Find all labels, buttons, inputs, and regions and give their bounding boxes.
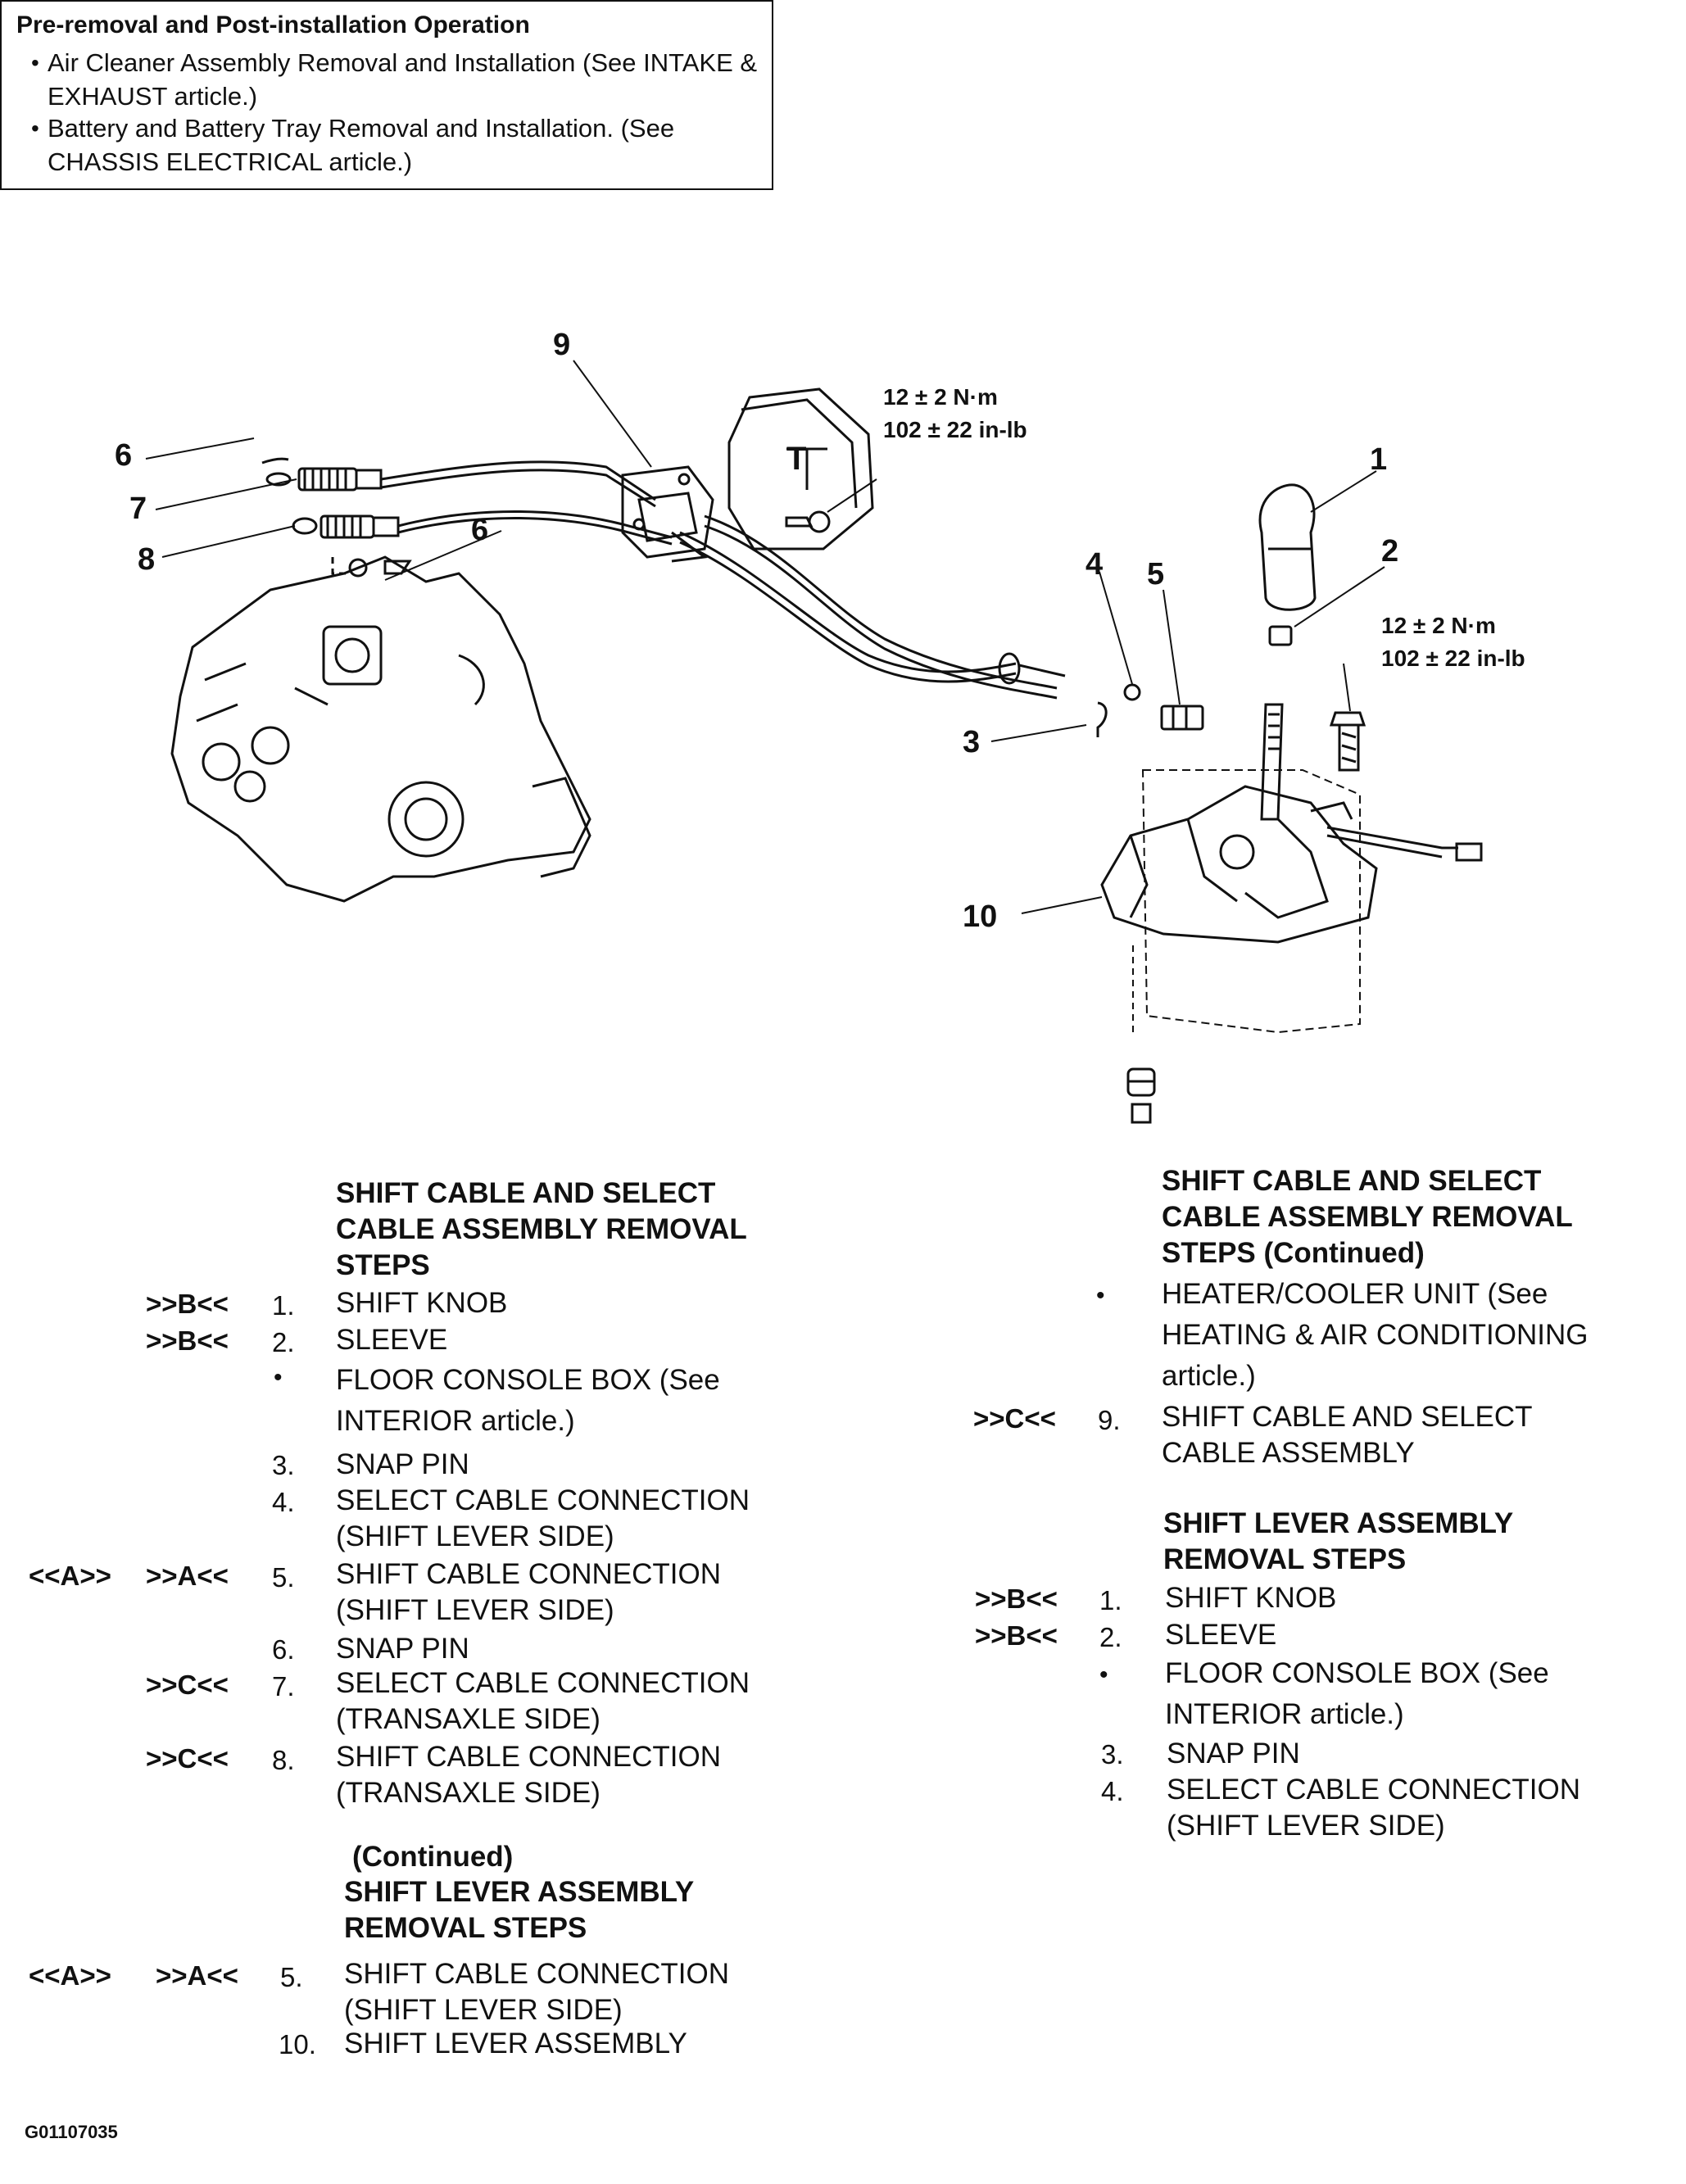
pre-removal-title: Pre-removal and Post-installation Operat… [16,11,530,39]
cable-ends-transaxle [261,457,412,578]
octagon-tool [727,387,874,551]
step-ref-left: <<A>> [29,1960,111,1991]
pre-removal-box: Pre-removal and Post-installation Operat… [0,0,773,190]
step-num: 6. [272,1634,295,1665]
pre-removal-item-text: Air Cleaner Assembly Removal and Install… [48,48,758,111]
pre-removal-item-text: Battery and Battery Tray Removal and Ins… [48,114,675,176]
step-text: FLOOR CONSOLE BOX (See INTERIOR article.… [1165,1657,1549,1730]
step-bullet: • [274,1364,283,1391]
sleeve-part [1268,625,1293,646]
transaxle-housing [170,555,591,903]
step-bullet: • [1096,1282,1105,1309]
callout-2: 2 [1381,534,1399,569]
step-num: 8. [272,1745,295,1775]
bullet: • [31,50,39,75]
shift-lever-heading-left: SHIFT LEVER ASSEMBLY REMOVAL STEPS [344,1876,694,1944]
callout-6: 6 [115,438,133,473]
step-text: SNAP PIN [336,1448,469,1480]
step-ref-left: <<A>> [29,1561,111,1591]
bushing-bolt [1126,942,1156,1124]
right-steps-heading: SHIFT CABLE AND SELECT CABLE ASSEMBLY RE… [1162,1165,1573,1269]
torque-metric: 12 ± 2 N·m [1381,613,1496,638]
step-num: 2. [1099,1622,1122,1652]
bullet: • [31,116,39,141]
exploded-diagram: 6 7 8 6 9 3 4 5 1 2 10 T 12 ± 2 N·m 102 … [0,311,1686,1139]
step-ref: >>C<< [146,1670,229,1700]
callout-10: 10 [963,899,998,934]
shift-lever-assembly [1100,703,1483,1034]
tool-letter: T [786,441,807,477]
step-num: 2. [272,1327,295,1357]
step-text: SNAP PIN [1167,1738,1300,1769]
step-num: 7. [272,1671,295,1701]
step-ref: >>B<< [146,1325,229,1356]
step-text: SLEEVE [336,1324,448,1356]
step-text: SLEEVE [1165,1619,1277,1651]
step-ref: >>B<< [975,1620,1058,1651]
step-text: HEATER/COOLER UNIT (See HEATING & AIR CO… [1162,1278,1589,1392]
step-text: SELECT CABLE CONNECTION (TRANSAXLE SIDE) [336,1667,750,1735]
step-num: 9. [1098,1405,1121,1435]
torque-imperial: 102 ± 22 in-lb [883,417,1027,442]
diagram-drawing [145,360,1483,1124]
torque-imperial: 102 ± 22 in-lb [1381,646,1525,671]
callout-8: 8 [138,542,156,577]
step-text: SHIFT KNOB [336,1287,508,1319]
step-ref: >>C<< [973,1403,1056,1434]
cable-grommet [621,465,714,563]
step-bullet: • [1099,1661,1108,1688]
torque-spec-right: 12 ± 2 N·m 102 ± 22 in-lb [1381,609,1525,675]
step-ref: >>C<< [146,1743,229,1774]
figure-id: G01107035 [25,2122,118,2142]
step-num: 3. [272,1450,295,1480]
callout-7: 7 [129,492,147,526]
step-text: SHIFT LEVER ASSEMBLY [344,2028,687,2059]
step-num: 4. [1101,1776,1124,1806]
step-text: SHIFT CABLE AND SELECT CABLE ASSEMBLY [1162,1401,1532,1469]
continued-label: (Continued) [352,1841,514,1873]
step-num: 3. [1101,1739,1124,1769]
cable-lines [380,460,1058,700]
connector-parts [998,652,1204,737]
torque-bolt-right [1329,711,1366,772]
step-num: 10. [279,2029,316,2059]
step-ref: >>A<< [156,1960,238,1991]
step-text: SHIFT CABLE CONNECTION (SHIFT LEVER SIDE… [336,1558,721,1626]
step-num: 1. [272,1290,295,1321]
step-ref: >>A<< [146,1561,229,1591]
step-text: SHIFT CABLE CONNECTION (TRANSAXLE SIDE) [336,1741,721,1809]
torque-bolt-top [785,478,877,533]
callout-9: 9 [553,328,571,362]
step-text: SNAP PIN [336,1633,469,1665]
step-text: FLOOR CONSOLE BOX (See INTERIOR article.… [336,1364,720,1437]
step-ref: >>B<< [975,1584,1058,1614]
torque-spec-top: 12 ± 2 N·m 102 ± 22 in-lb [883,381,1027,446]
callout-3: 3 [963,725,981,759]
step-num: 5. [280,1962,303,1992]
step-text: SELECT CABLE CONNECTION (SHIFT LEVER SID… [336,1484,750,1552]
pre-removal-item: • Battery and Battery Tray Removal and I… [31,111,762,179]
callout-4: 4 [1085,547,1104,582]
shift-lever-heading-right: SHIFT LEVER ASSEMBLY REMOVAL STEPS [1163,1507,1513,1575]
step-text: SHIFT KNOB [1165,1582,1337,1614]
callout-5: 5 [1147,557,1165,591]
callout-6b: 6 [471,513,489,547]
leader-lines [145,360,1385,914]
callout-1: 1 [1370,442,1388,477]
torque-metric: 12 ± 2 N·m [883,384,998,410]
step-text: SHIFT CABLE CONNECTION (SHIFT LEVER SIDE… [344,1958,729,2026]
shift-knob [1258,483,1317,611]
step-num: 1. [1099,1585,1122,1615]
step-text: SELECT CABLE CONNECTION (SHIFT LEVER SID… [1167,1774,1581,1842]
step-num: 5. [272,1562,295,1593]
step-num: 4. [272,1487,295,1517]
step-ref: >>B<< [146,1289,229,1319]
pre-removal-item: • Air Cleaner Assembly Removal and Insta… [31,46,762,113]
left-steps-heading: SHIFT CABLE AND SELECT CABLE ASSEMBLY RE… [336,1177,747,1281]
